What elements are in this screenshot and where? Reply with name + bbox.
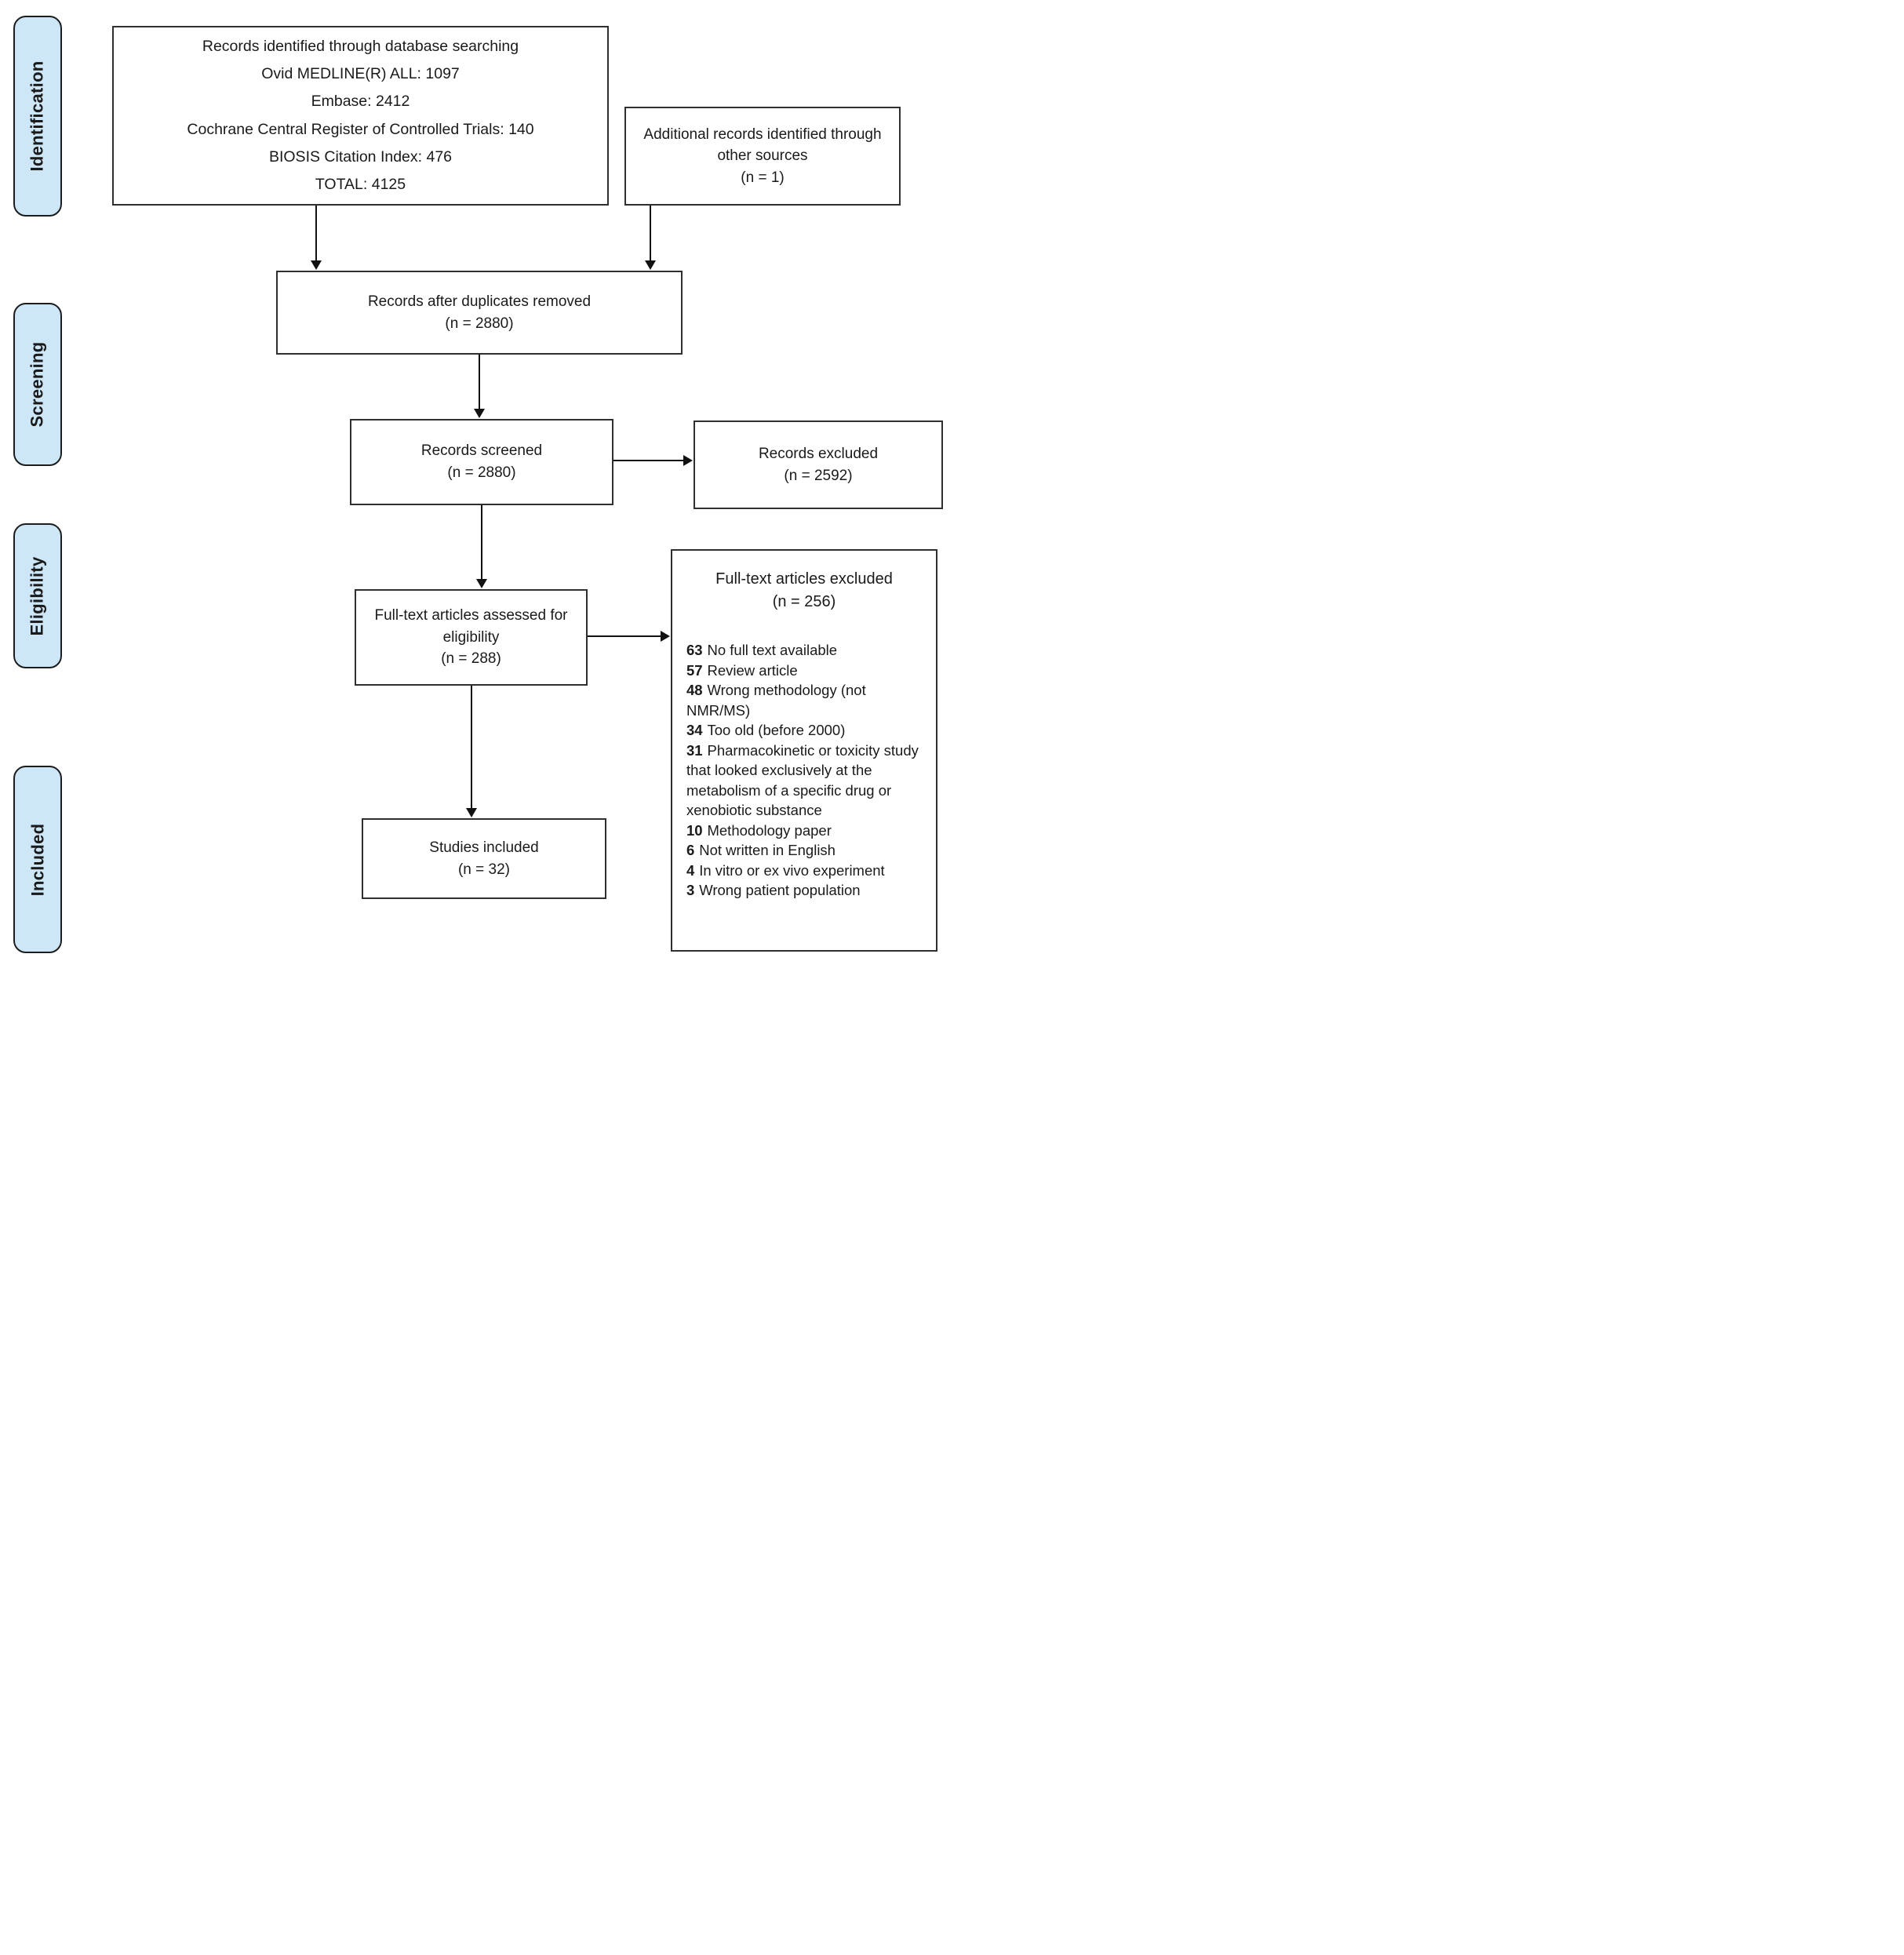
records-identified-total: TOTAL: 4125 — [315, 175, 406, 193]
stage-label-included-text: Included — [27, 823, 48, 896]
arrow-duplicates-to-screened — [474, 355, 485, 418]
prisma-flow-diagram: Identification Screening Eligibility Inc… — [0, 0, 952, 978]
records-identified-source-cochrane: Cochrane Central Register of Controlled … — [187, 120, 534, 138]
fulltext-excluded-n: (n = 256) — [772, 593, 836, 610]
fulltext-excluded-title: Full-text articles excluded — [715, 570, 893, 588]
duplicates-removed-n: (n = 2880) — [445, 315, 514, 332]
box-duplicates-removed: Records after duplicates removed (n = 28… — [276, 271, 683, 355]
arrow-fulltext-to-excluded — [588, 631, 670, 642]
arrow-identified-to-duplicates — [311, 206, 322, 270]
records-excluded-n: (n = 2592) — [784, 467, 853, 484]
records-identified-title: Records identified through database sear… — [202, 38, 519, 56]
box-studies-included: Studies included (n = 32) — [362, 818, 606, 899]
duplicates-removed-text: Records after duplicates removed — [367, 293, 592, 310]
arrow-screened-to-excluded — [613, 455, 693, 466]
additional-records-n: (n = 1) — [741, 169, 785, 186]
fulltext-assessed-text: Full-text articles assessed for eligibil… — [374, 607, 568, 646]
stage-label-eligibility-text: Eligibility — [27, 555, 47, 636]
box-records-identified: Records identified through database sear… — [112, 26, 609, 206]
box-fulltext-assessed: Full-text articles assessed for eligibil… — [355, 589, 588, 686]
box-records-excluded: Records excluded (n = 2592) — [694, 420, 943, 509]
box-records-screened: Records screened (n = 2880) — [350, 419, 613, 505]
additional-records-text: Additional records identified through ot… — [643, 126, 882, 165]
stage-label-identification-text: Identification — [27, 60, 47, 172]
stage-label-eligibility: Eligibility — [13, 523, 62, 668]
box-additional-records: Additional records identified through ot… — [624, 107, 901, 206]
fulltext-excluded-heading: Full-text articles excluded (n = 256) — [686, 568, 922, 613]
stage-label-included: Included — [13, 766, 62, 953]
stage-label-screening: Screening — [13, 303, 62, 466]
records-identified-source-embase: Embase: 2412 — [311, 93, 410, 111]
records-screened-n: (n = 2880) — [447, 464, 516, 481]
records-identified-source-medline: Ovid MEDLINE(R) ALL: 1097 — [261, 65, 460, 83]
fulltext-assessed-n: (n = 288) — [441, 650, 501, 668]
records-screened-text: Records screened — [420, 442, 543, 460]
arrow-additional-to-duplicates — [645, 206, 656, 270]
box-fulltext-excluded: Full-text articles excluded (n = 256) 63… — [671, 549, 937, 952]
arrow-fulltext-to-included — [466, 686, 477, 817]
stage-label-screening-text: Screening — [27, 341, 48, 428]
stage-label-identification: Identification — [13, 16, 62, 217]
records-identified-source-biosis: BIOSIS Citation Index: 476 — [268, 147, 453, 166]
records-excluded-text: Records excluded — [758, 445, 879, 462]
arrow-screened-to-fulltext — [476, 505, 487, 588]
studies-included-text: Studies included — [429, 839, 539, 856]
studies-included-n: (n = 32) — [457, 861, 510, 878]
